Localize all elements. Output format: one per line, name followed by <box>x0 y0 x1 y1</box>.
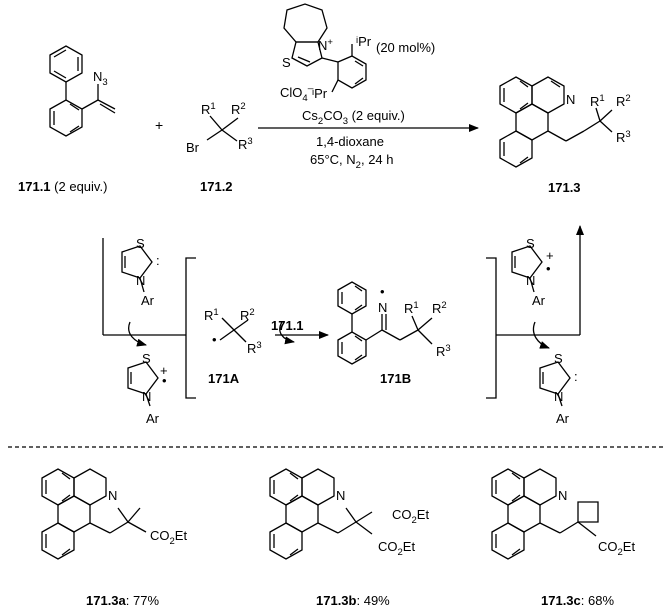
label-171b: 171B <box>380 371 411 386</box>
product-r3: R3 <box>616 129 631 145</box>
nhc-bl-s: S <box>142 351 151 366</box>
co2et-171-3a: CO2Et <box>150 528 187 547</box>
nhc-bl-ar: Ar <box>146 411 160 426</box>
r3-a: R3 <box>247 340 262 356</box>
atom-n-171b: N <box>378 300 387 315</box>
condition-temp: 65°C, N2, 24 h <box>310 152 394 171</box>
label-171-3a: 171.3a: 77% <box>86 593 159 608</box>
label-171-1: 171.1 (2 equiv.) <box>18 179 107 194</box>
nhc-tr-charge: + <box>546 248 554 263</box>
nhc-tr-dot: • <box>546 261 551 276</box>
label-171-3b: 171.3b: 49% <box>316 593 390 608</box>
nhc-left-ar: Ar <box>141 293 155 308</box>
nhc-tr-ar: Ar <box>532 293 546 308</box>
nhc-br-n: N <box>554 389 563 404</box>
r2-a: R2 <box>240 307 255 323</box>
atom-r3: R3 <box>238 136 253 152</box>
radical-dot-a: • <box>212 332 217 347</box>
condition-base: Cs2CO3 (2 equiv.) <box>302 108 405 127</box>
catalyst-ipr-top: iPr <box>356 34 372 49</box>
product-n: N <box>566 92 575 107</box>
r1-b: R1 <box>404 300 419 316</box>
product-r2: R2 <box>616 93 631 109</box>
catalyst-s: S <box>282 55 291 70</box>
atom-r1: R1 <box>201 101 216 117</box>
structure-171-3b <box>269 468 373 560</box>
nhc-br-s: S <box>554 351 563 366</box>
nhc-br-dots: : <box>574 369 578 384</box>
label-171a: 171A <box>208 371 240 386</box>
plus-sign: + <box>155 117 163 133</box>
nhc-radical-cation-right <box>511 245 543 293</box>
r1-a: R1 <box>204 307 219 323</box>
nhc-tr-n: N <box>526 273 535 288</box>
nhc-left-n: N <box>136 273 145 288</box>
nhc-br-ar: Ar <box>556 411 570 426</box>
catalyst-ipr-bottom: iPr <box>312 86 328 101</box>
label-171-3: 171.3 <box>548 180 581 195</box>
atom-n-171-3c: N <box>558 488 567 503</box>
co2et-171-3b-bottom: CO2Et <box>378 539 415 558</box>
nhc-radical-cation-left <box>127 361 159 407</box>
radical-171a <box>219 317 249 343</box>
nhc-bl-charge: + <box>160 363 168 378</box>
r3-b: R3 <box>436 343 451 359</box>
nhc-carbene-left <box>121 245 153 293</box>
catalyst-loading: (20 mol%) <box>376 40 435 55</box>
label-171-3c: 171.3c: 68% <box>541 593 614 608</box>
radical-dot-b: • <box>380 284 385 299</box>
co2et-171-3b-top: CO2Et <box>392 507 429 526</box>
atom-n3: N3 <box>93 69 108 88</box>
r2-b: R2 <box>432 300 447 316</box>
structure-171-3a <box>41 468 147 560</box>
nhc-tr-s: S <box>526 236 535 251</box>
atom-n-171-3b: N <box>336 488 345 503</box>
structure-171-2 <box>206 115 239 142</box>
condition-solvent: 1,4-dioxane <box>316 134 384 149</box>
atom-n-171-3a: N <box>108 488 117 503</box>
catalyst-n: N+ <box>318 37 333 53</box>
catalyst-structure <box>283 3 367 93</box>
nhc-bl-n: N <box>142 389 151 404</box>
nhc-left-dots: : <box>156 253 160 268</box>
structure-171-3 <box>499 76 613 168</box>
nhc-bl-dot: • <box>162 373 167 388</box>
label-adds-171-1: 171.1 <box>271 318 304 333</box>
co2et-171-3c: CO2Et <box>598 539 635 558</box>
label-171-2: 171.2 <box>200 179 233 194</box>
structure-171-1 <box>49 45 116 137</box>
structure-171-3c <box>491 468 599 560</box>
mechanism-lines <box>102 225 584 399</box>
catalyst-counterion: ClO4– <box>280 83 314 104</box>
nhc-left-s: S <box>136 236 145 251</box>
nhc-carbene-right <box>539 361 571 407</box>
radical-171b <box>337 281 433 365</box>
product-r1: R1 <box>590 93 605 109</box>
atom-r2: R2 <box>231 101 246 117</box>
atom-br: Br <box>186 140 200 155</box>
